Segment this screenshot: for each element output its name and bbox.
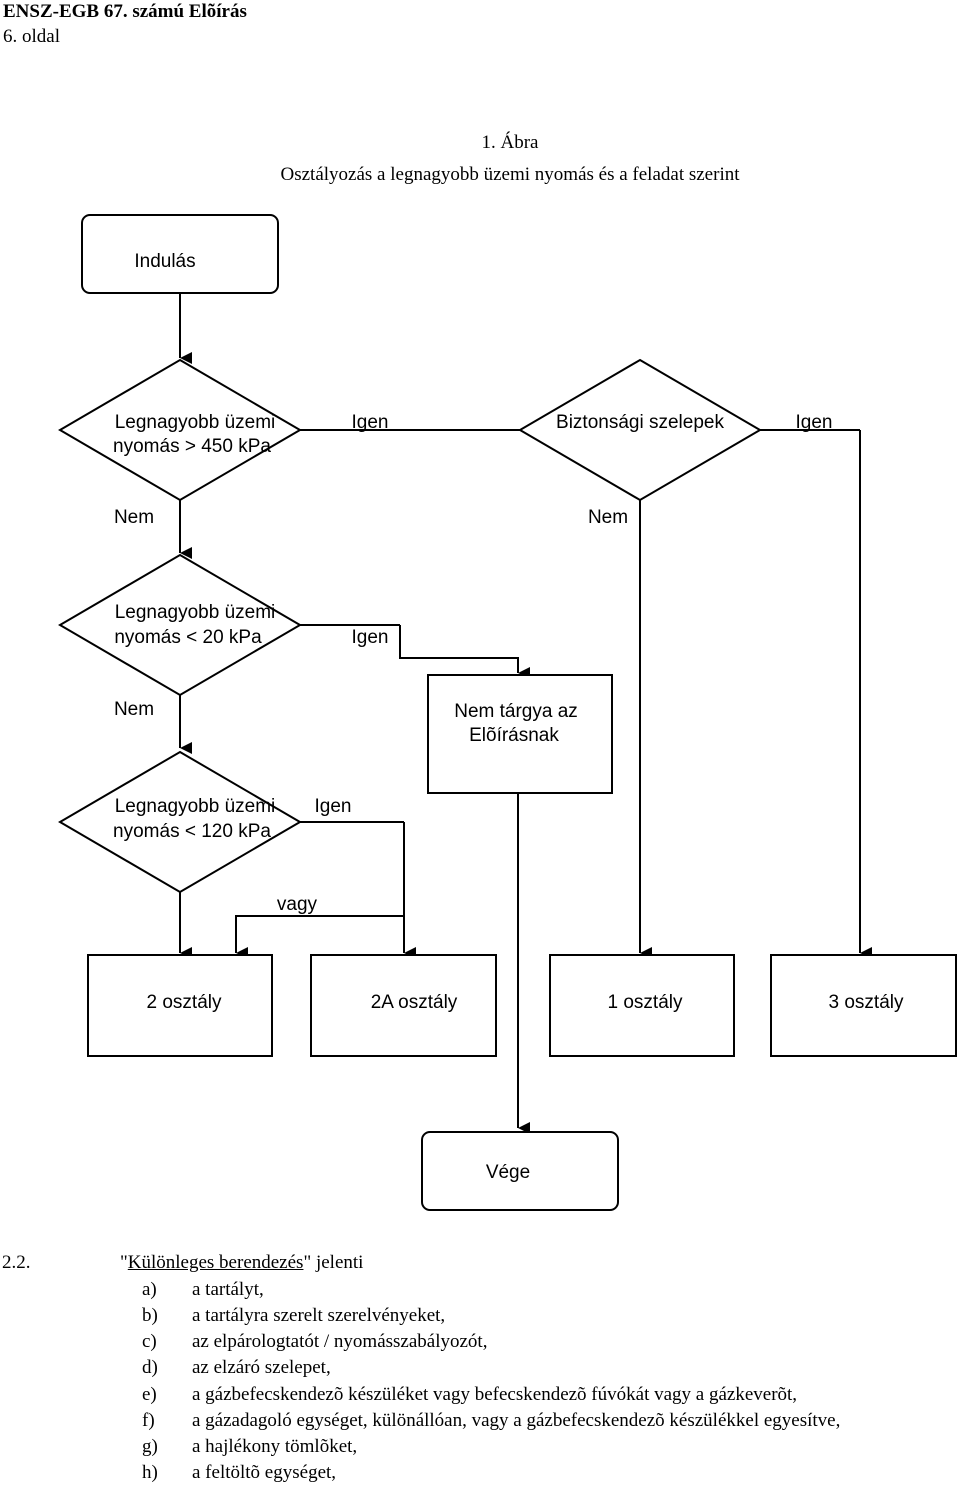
figure-caption: Osztályozás a legnagyobb üzemi nyomás és… bbox=[280, 164, 740, 185]
not-subject-box: Nem tárgya az Elõírásnak bbox=[427, 674, 613, 794]
class-1-box: 1 osztály bbox=[549, 954, 735, 1057]
list-item-letter: d) bbox=[142, 1357, 158, 1378]
document-title: ENSZ-EGB 67. számú Elõírás bbox=[3, 1, 247, 22]
svg-text:2A osztály: 2A osztály bbox=[371, 992, 458, 1013]
end-box: Vége bbox=[421, 1131, 619, 1211]
svg-text:1 osztály: 1 osztály bbox=[608, 992, 683, 1013]
start-label: Indulás bbox=[134, 251, 195, 272]
yes-label: Igen bbox=[352, 412, 389, 433]
list-item: a tartályt, bbox=[192, 1279, 264, 1300]
no-label: Nem bbox=[588, 507, 628, 528]
svg-text:3 osztály: 3 osztály bbox=[829, 992, 904, 1013]
page-number: 6. oldal bbox=[3, 26, 60, 47]
yes-label: Igen bbox=[315, 796, 352, 817]
end-label: Vége bbox=[486, 1162, 530, 1183]
class-3-box: 3 osztály bbox=[770, 954, 957, 1057]
start-box: Indulás bbox=[81, 214, 279, 294]
svg-text:2 osztály: 2 osztály bbox=[147, 992, 222, 1013]
svg-text:Nem tárgya az: Nem tárgya az bbox=[454, 701, 578, 722]
section-heading: "Különleges berendezés" jelenti bbox=[120, 1252, 364, 1273]
class-2a-box: 2A osztály bbox=[310, 954, 497, 1057]
list-item-letter: c) bbox=[142, 1331, 157, 1352]
list-item: a gázbefecskendezõ készüléket vagy befec… bbox=[192, 1384, 798, 1405]
list-item-letter: a) bbox=[142, 1279, 157, 1300]
decision-safety-valves: Biztonsági szelepek bbox=[518, 358, 762, 502]
svg-text:Legnagyobb üzemi: Legnagyobb üzemi bbox=[115, 412, 276, 433]
no-label: Nem bbox=[114, 507, 154, 528]
list-item: a hajlékony tömlõket, bbox=[192, 1436, 358, 1457]
defined-term: Különleges berendezés bbox=[127, 1252, 304, 1273]
figure-number: 1. Ábra bbox=[481, 132, 539, 153]
list-item-letter: h) bbox=[142, 1462, 158, 1483]
flowchart: Indulás Legnagyobb üzemi nyomás > 450 kP… bbox=[58, 214, 957, 1211]
list-item-letter: f) bbox=[142, 1410, 155, 1431]
list-item: a feltöltõ egységet, bbox=[192, 1462, 337, 1483]
svg-text:nyomás > 450 kPa: nyomás > 450 kPa bbox=[113, 436, 271, 457]
list-item-letter: b) bbox=[142, 1305, 158, 1326]
decision-120kpa: Legnagyobb üzemi nyomás < 120 kPa bbox=[58, 750, 302, 894]
svg-text:Legnagyobb üzemi: Legnagyobb üzemi bbox=[115, 602, 276, 623]
list-item-letter: g) bbox=[142, 1436, 158, 1457]
no-label: Nem bbox=[114, 699, 154, 720]
list-item: a gázadagoló egységet, különállóan, vagy… bbox=[192, 1410, 841, 1431]
decision-450kpa: Legnagyobb üzemi nyomás > 450 kPa bbox=[58, 358, 302, 502]
list-item: az elpárologtatót / nyomásszabályozót, bbox=[192, 1331, 488, 1352]
yes-label: Igen bbox=[796, 412, 833, 433]
yes-label: Igen bbox=[352, 627, 389, 648]
section-number: 2.2. bbox=[2, 1252, 31, 1273]
arrow-to-not-subject bbox=[399, 625, 530, 679]
class-2-box: 2 osztály bbox=[87, 954, 273, 1057]
svg-text:Elõírásnak: Elõírásnak bbox=[469, 725, 559, 746]
svg-text:nyomás < 120 kPa: nyomás < 120 kPa bbox=[113, 821, 271, 842]
svg-text:Legnagyobb üzemi: Legnagyobb üzemi bbox=[115, 796, 276, 817]
arrow-or-to-class2 bbox=[235, 915, 404, 959]
svg-text:nyomás < 20 kPa: nyomás < 20 kPa bbox=[114, 627, 262, 648]
or-label: vagy bbox=[277, 894, 318, 915]
list-item: a tartályra szerelt szerelvényeket, bbox=[192, 1305, 446, 1326]
list-item: az elzáró szelepet, bbox=[192, 1357, 331, 1378]
svg-text:Biztonsági szelepek: Biztonsági szelepek bbox=[556, 412, 724, 433]
list-item-letter: e) bbox=[142, 1384, 157, 1405]
decision-20kpa: Legnagyobb üzemi nyomás < 20 kPa bbox=[58, 553, 302, 697]
